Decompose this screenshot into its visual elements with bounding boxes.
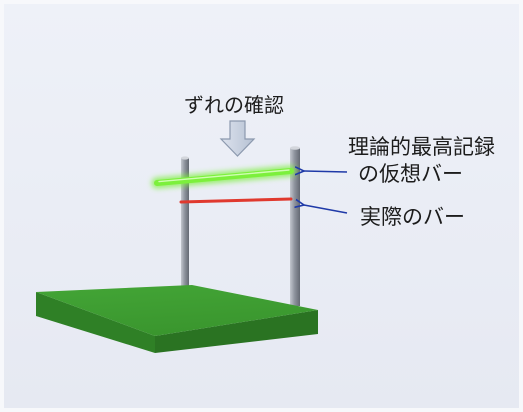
down-block-arrow-icon [219,120,256,157]
virtual-bar-label-line1: 理論的最高記録 [348,135,495,159]
right-post-cap [290,146,300,150]
actual-bar-pointer-arrow [304,205,348,214]
landing-mat-top [36,285,318,336]
virtual-bar-highlight [158,169,290,183]
check-deviation-title: ずれの確認 [184,93,284,117]
virtual-bar-body [154,168,294,186]
left-post-body [181,158,189,294]
landing-mat [36,285,318,353]
actual-bar-label: 実際のバー [360,205,465,229]
right-post [290,146,300,306]
left-post [181,156,189,294]
landing-mat-front-side [155,310,318,353]
background [4,4,519,408]
left-post-cap [181,156,189,160]
actual-bar [179,197,293,204]
landing-mat-left-side [36,292,155,353]
virtual-bar-pointer-arrow [304,171,348,172]
right-post-body [290,148,300,306]
virtual-bar [151,165,297,189]
virtual-bar-label-line2: の仮想バー [358,162,463,186]
